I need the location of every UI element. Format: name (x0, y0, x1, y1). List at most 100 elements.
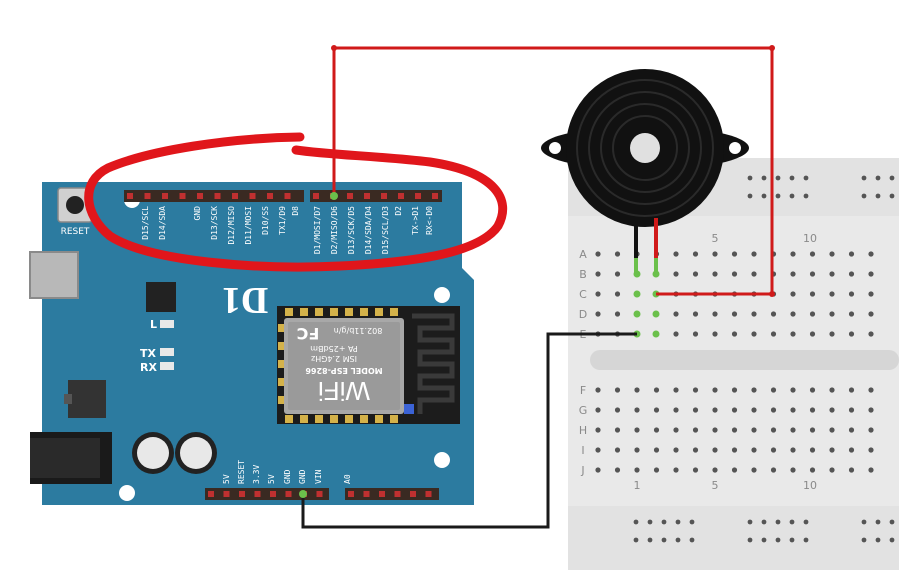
led-tx (160, 348, 174, 356)
breadboard-hole (751, 407, 757, 413)
breadboard-hole (712, 331, 718, 337)
rail-hole (775, 537, 781, 543)
led-l-label: L (150, 318, 157, 331)
module-pad (345, 308, 353, 316)
breadboard-hole (673, 251, 679, 257)
breadboard-hole (634, 407, 640, 413)
bottom-header-pins (208, 491, 432, 497)
header-pin (364, 193, 370, 199)
breadboard-hole (653, 427, 660, 433)
breadboard-hole (809, 447, 816, 453)
breadboard-hole (809, 407, 816, 413)
breadboard-hole (848, 387, 855, 393)
breadboard-hole (751, 467, 757, 473)
module-pad (375, 415, 383, 423)
breadboard-hole (790, 311, 796, 317)
breadboard-hole (770, 467, 777, 473)
rail-hole (803, 519, 809, 525)
breadboard-hole (751, 331, 757, 337)
breadboard-hole (848, 291, 855, 297)
top-pin-label: D13/SCK/D5 (347, 206, 356, 254)
black-wire-gnd-to-buzzer (301, 332, 637, 529)
rail-hole (789, 519, 795, 525)
breadboard-hole (673, 271, 679, 277)
breadboard-hole (848, 271, 855, 277)
header-pin (127, 193, 133, 199)
rail-hole (675, 519, 681, 525)
rail-hole (647, 537, 653, 543)
breadboard-hole (829, 407, 835, 413)
breadboard-hole (595, 251, 601, 257)
breadboard-hole (751, 447, 757, 453)
buzzer-ring (612, 115, 678, 181)
header-pin (249, 193, 256, 199)
buzzer-mount-hole (549, 142, 561, 154)
header-pin (425, 491, 432, 497)
top-pin-label: D2/MISO/D6 (330, 206, 339, 254)
breadboard-hole (731, 331, 738, 337)
breadboard-hole (829, 271, 835, 277)
breadboard-hole (595, 291, 601, 297)
breadboard-hole (692, 427, 699, 433)
breadboard-hole (809, 427, 816, 433)
breadboard-hole (790, 447, 796, 453)
row-label: D (579, 308, 587, 321)
breadboard-hole (731, 251, 738, 257)
top-pin-label: D13/SCK (210, 206, 219, 240)
breadboard-hole (848, 447, 855, 453)
breadboard-hole (829, 427, 835, 433)
breadboard-hole (829, 467, 835, 473)
header-pin (348, 491, 354, 497)
header-pin (267, 193, 273, 199)
breadboard-hole (634, 387, 640, 393)
rail-hole (803, 175, 809, 181)
top-header-left (124, 190, 304, 202)
led-l (160, 320, 174, 328)
breadboard-hole (809, 311, 816, 317)
breadboard-hole (634, 447, 640, 453)
header-pin (232, 193, 238, 199)
breadboard-hole (868, 251, 874, 257)
top-pin-label: D15/SCL (141, 206, 150, 240)
rail-hole (889, 537, 895, 543)
bottom-pin-label: 5V (222, 474, 231, 484)
breadboard-hole (692, 407, 699, 413)
module-pad (360, 415, 368, 423)
breadboard-hole (692, 331, 699, 337)
rail-hole (761, 175, 767, 181)
reset-button-cap (66, 196, 84, 214)
breadboard-hole (712, 467, 718, 473)
rail-hole (775, 193, 781, 199)
breadboard-hole (868, 407, 874, 413)
row-label: H (579, 424, 587, 437)
header-pin (162, 193, 168, 199)
header-pin (398, 193, 404, 199)
top-header-pins (127, 193, 438, 199)
breadboard-hole (751, 387, 757, 393)
top-pin-label: D2 (394, 206, 403, 216)
breadboard-hole (595, 427, 601, 433)
bottom-pin-label: GND (298, 469, 307, 484)
module-pad (390, 415, 398, 423)
breadboard-hole (790, 387, 796, 393)
buzzer-ring (600, 103, 690, 193)
header-pin (313, 193, 319, 199)
breadboard-hole (712, 447, 718, 453)
module-pad (390, 308, 398, 316)
breadboard-hole (731, 407, 738, 413)
top-pin-label: RX<-D0 (425, 206, 434, 235)
breadboard-hole (595, 467, 601, 473)
small-chip (146, 282, 176, 312)
breadboard-hole (848, 407, 855, 413)
breadboard-hole (692, 447, 699, 453)
breadboard-hole (595, 407, 601, 413)
rail-hole (661, 537, 667, 543)
rail-hole (747, 193, 753, 199)
rail-hole (889, 519, 895, 525)
bottom-header-right (345, 488, 439, 500)
top-pin-label: D1/MOSI/D7 (313, 206, 322, 254)
module-fcc: FC (297, 324, 320, 343)
reset-label: RESET (61, 227, 90, 237)
